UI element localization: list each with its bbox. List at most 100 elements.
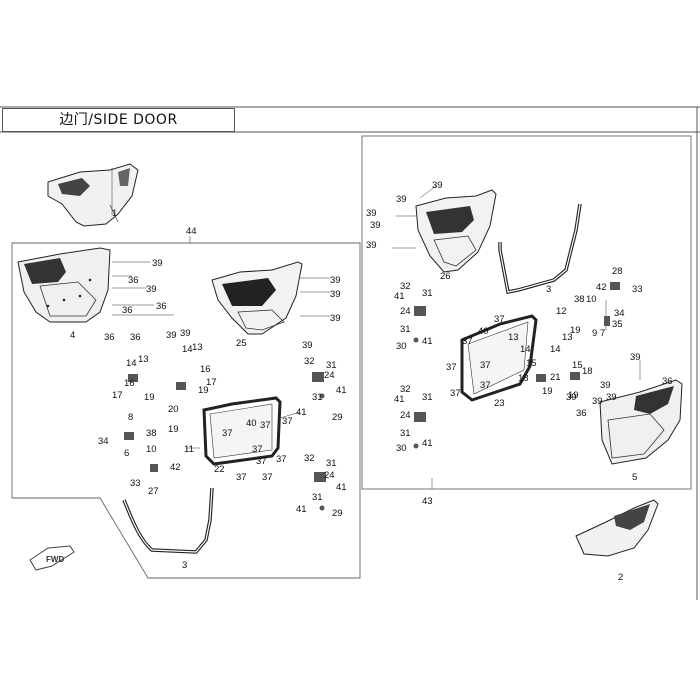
label-part-42a: 42: [170, 462, 181, 473]
label-part-1: 1: [112, 208, 117, 219]
label-part-16a: 16: [124, 378, 135, 389]
label-part-33a: 33: [130, 478, 141, 489]
label-part-24c: 24: [400, 306, 411, 317]
label-part-31f: 31: [400, 324, 411, 335]
label-part-30a: 30: [396, 341, 407, 352]
callout-41: 41: [394, 291, 405, 302]
label-part-24d: 24: [400, 410, 411, 421]
label-part-23: 23: [494, 398, 505, 409]
callout-37: 37: [480, 380, 491, 391]
leader-lines: [111, 168, 641, 489]
label-part-32d: 32: [400, 384, 411, 395]
callout-41: 41: [422, 438, 433, 449]
label-part-40a: 40: [246, 418, 257, 429]
part-2-door-trim: [575, 499, 659, 557]
label-part-35: 35: [612, 319, 623, 330]
label-part-17a: 17: [112, 390, 123, 401]
callout-37: 37: [282, 416, 293, 427]
callout-37: 37: [252, 444, 263, 455]
callout-37: 37: [276, 454, 287, 465]
label-part-31g: 31: [422, 392, 433, 403]
label-part-10: 10: [586, 294, 597, 305]
label-part-4: 4: [70, 330, 75, 341]
label-part-13d: 13: [562, 332, 573, 343]
label-part-36: 36: [104, 332, 115, 343]
label-part-7: 7: [600, 328, 605, 339]
label-part-34a: 34: [98, 436, 109, 447]
label-part-32b: 32: [304, 453, 315, 464]
part-25-inner-panel: [211, 261, 303, 335]
label-part-14b: 14: [550, 344, 561, 355]
callout-41: 41: [422, 336, 433, 347]
label-part-21: 21: [550, 372, 561, 383]
callout-37: 37: [462, 336, 473, 347]
label-part-27: 27: [148, 486, 159, 497]
label-part-25: 25: [236, 338, 247, 349]
label-part-31d: 31: [312, 492, 323, 503]
label-part-32a: 32: [304, 356, 315, 367]
label-part-43: 43: [422, 496, 433, 507]
label-part-24b: 24: [324, 470, 335, 481]
part-3-seal-right: [498, 203, 582, 295]
label-part-30b: 30: [396, 443, 407, 454]
callout-39: 39: [396, 194, 407, 205]
callout-37: 37: [480, 360, 491, 371]
label-part-24a: 24: [324, 370, 335, 381]
part-23-door-frame: [460, 314, 538, 402]
callout-37: 37: [236, 472, 247, 483]
label-part-16b: 16: [200, 364, 211, 375]
label-part-31a: 31: [326, 360, 337, 371]
label-part-19a: 19: [144, 392, 155, 403]
label-part-22: 22: [214, 464, 225, 475]
callout-39: 39: [330, 289, 341, 300]
label-part-12: 12: [556, 306, 567, 317]
callout-41: 41: [296, 407, 307, 418]
callout-39: 39: [302, 340, 313, 351]
label-part-19d: 19: [542, 386, 553, 397]
callout-37: 37: [450, 388, 461, 399]
page-title: 边门/SIDE DOOR: [59, 112, 178, 128]
part-4-door-assembly: [17, 247, 111, 323]
callout-39: 39: [600, 380, 611, 391]
callout-39: 39: [146, 284, 157, 295]
part-26-door-panel: [415, 189, 497, 273]
callout-39: 39: [330, 313, 341, 324]
label-part-33b: 33: [632, 284, 643, 295]
callout-39: 39: [566, 392, 577, 403]
callout-37: 37: [494, 314, 505, 325]
callout-37: 37: [256, 456, 267, 467]
callout-36: 36: [130, 332, 141, 343]
label-part-29b: 29: [332, 508, 343, 519]
label-part-44: 44: [186, 226, 197, 237]
label-part-19f: 19: [168, 424, 179, 435]
label-part-13b: 13: [192, 342, 203, 353]
label-part-2: 2: [618, 572, 623, 583]
label-part-31b: 31: [312, 392, 323, 403]
callout-37: 37: [222, 428, 233, 439]
label-part-38a: 38: [146, 428, 157, 439]
label-part-28: 28: [612, 266, 623, 277]
label-part-20: 20: [168, 404, 179, 415]
label-part-32c: 32: [400, 281, 411, 292]
callout-37: 37: [260, 420, 271, 431]
label-part-3a: 3: [182, 560, 187, 571]
label-part-19e: 19: [568, 390, 579, 401]
label-part-13a: 13: [138, 354, 149, 365]
hardware-parts: [124, 282, 620, 511]
part-3-seal-left: [122, 487, 214, 554]
title-box: 边门/SIDE DOOR: [2, 108, 235, 132]
label-part-31e: 31: [422, 288, 433, 299]
label-part-15b: 15: [572, 360, 583, 371]
callout-39: 39: [592, 396, 603, 407]
callout-41: 41: [296, 504, 307, 515]
callout-39: 39: [152, 258, 163, 269]
label-part-8: 8: [128, 412, 133, 423]
label-part-17b: 17: [206, 377, 217, 388]
part-1-door-trim: [47, 163, 139, 227]
label-part-31h: 31: [400, 428, 411, 439]
label-part-14d: 14: [520, 344, 531, 355]
label-part-42b: 42: [596, 282, 607, 293]
callout-39: 39: [370, 220, 381, 231]
label-part-19b: 19: [198, 385, 209, 396]
